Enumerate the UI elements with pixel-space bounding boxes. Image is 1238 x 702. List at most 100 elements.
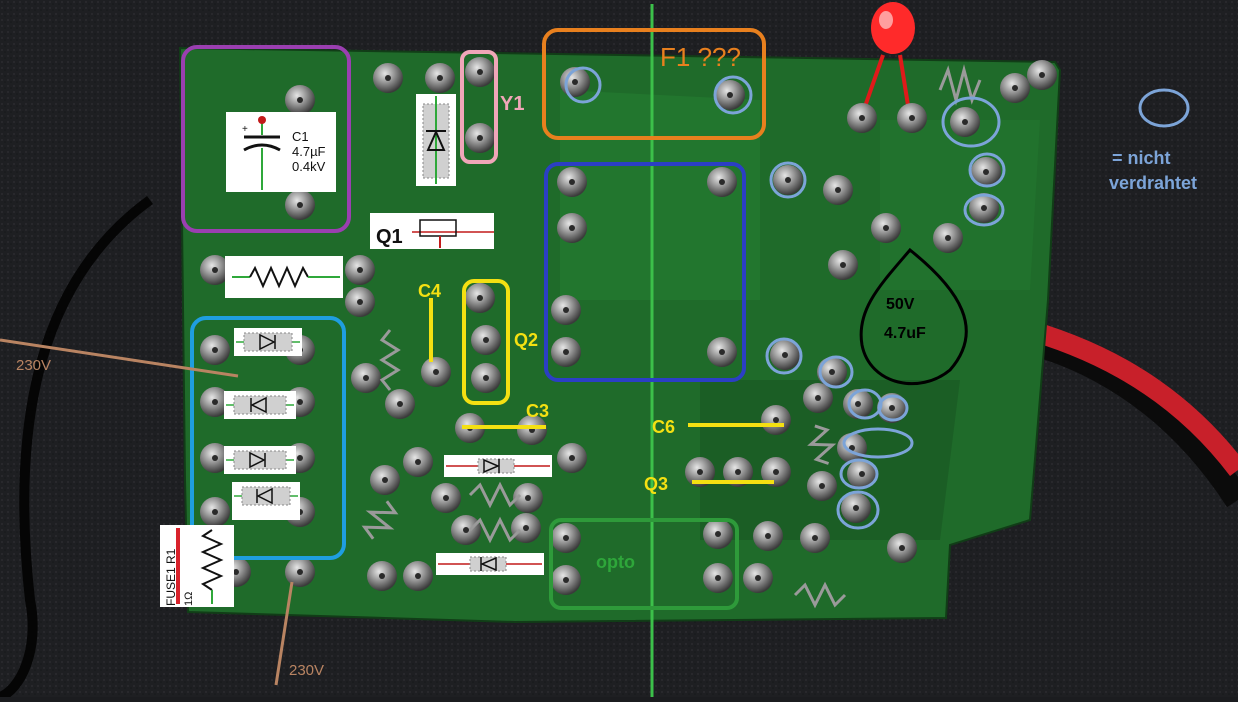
pad-hole bbox=[815, 395, 821, 401]
pad-hole bbox=[569, 455, 575, 461]
led bbox=[871, 2, 915, 54]
pad-hole bbox=[385, 75, 391, 81]
transformer-region-box bbox=[544, 162, 746, 382]
pad-hole bbox=[563, 349, 569, 355]
fuse-name: FUSE1 R1 bbox=[164, 548, 178, 606]
f1-region-box bbox=[542, 28, 766, 140]
pad-hole bbox=[715, 575, 721, 581]
pad-hole bbox=[572, 79, 578, 85]
mains-line-bottom bbox=[274, 581, 294, 686]
board-resistor-3 bbox=[468, 516, 522, 544]
rectifier-region-box bbox=[190, 316, 346, 560]
unwired-pad-ring bbox=[765, 337, 803, 375]
pad-hole bbox=[855, 401, 861, 407]
pad-hole bbox=[563, 535, 569, 541]
c1-value: 4.7µF bbox=[292, 144, 326, 159]
board-resistor-2 bbox=[468, 481, 522, 509]
pad-hole bbox=[563, 577, 569, 583]
pad-hole bbox=[735, 469, 741, 475]
board-resistor-7 bbox=[807, 424, 837, 465]
pad-hole bbox=[297, 569, 303, 575]
q1-body bbox=[419, 219, 457, 237]
c1-node-dot bbox=[258, 116, 266, 124]
pad-hole bbox=[415, 459, 421, 465]
pad-hole bbox=[212, 455, 218, 461]
pad-hole bbox=[443, 495, 449, 501]
copper-area bbox=[560, 90, 760, 300]
pad-hole bbox=[853, 505, 859, 511]
unwired-pad-ring bbox=[877, 394, 909, 422]
pad-hole bbox=[297, 399, 303, 405]
c1-voltage: 0.4kV bbox=[292, 159, 326, 174]
pad-hole bbox=[433, 369, 439, 375]
pad-hole bbox=[785, 177, 791, 183]
pad-hole bbox=[569, 225, 575, 231]
pad-hole bbox=[840, 262, 846, 268]
output-cap-voltage: 50V bbox=[886, 296, 915, 313]
unwired-pad-ring bbox=[963, 193, 1005, 227]
pad-hole bbox=[773, 469, 779, 475]
copper-area-right bbox=[880, 120, 1040, 290]
q1-symbol-card bbox=[370, 213, 494, 249]
pad-hole bbox=[909, 115, 915, 121]
pad-hole bbox=[1039, 72, 1045, 78]
pad-hole bbox=[363, 375, 369, 381]
unwired-pad-ring bbox=[564, 66, 602, 104]
pad-hole bbox=[382, 477, 388, 483]
c4-label: C4 bbox=[418, 281, 441, 301]
unwired-pad-ring bbox=[818, 355, 854, 389]
pad-hole bbox=[899, 545, 905, 551]
pad-hole bbox=[962, 119, 968, 125]
pad-hole bbox=[835, 187, 841, 193]
pad-hole bbox=[563, 307, 569, 313]
opto-label: opto bbox=[596, 552, 635, 572]
pad-hole bbox=[715, 531, 721, 537]
legend-line-1: = nicht bbox=[1112, 148, 1171, 168]
board-resistor-5 bbox=[793, 581, 847, 609]
output-cap-value: 4.7uF bbox=[884, 325, 926, 342]
pad-hole bbox=[719, 179, 725, 185]
pad-hole bbox=[719, 349, 725, 355]
pad-hole bbox=[297, 202, 303, 208]
diode-cards-middle bbox=[436, 455, 552, 575]
y1-region-box bbox=[460, 50, 498, 164]
pad-hole bbox=[415, 573, 421, 579]
pad-hole bbox=[379, 573, 385, 579]
pad-hole bbox=[829, 369, 835, 375]
pad-hole bbox=[859, 115, 865, 121]
pad-hole bbox=[569, 179, 575, 185]
fuse-symbol-card bbox=[160, 525, 234, 607]
fuse-value: 1Ω bbox=[183, 592, 195, 606]
opto-region-box bbox=[549, 518, 739, 610]
pad-hole bbox=[523, 525, 529, 531]
q2-label: Q2 bbox=[514, 330, 538, 350]
f1-label: F1 ??? bbox=[660, 42, 741, 72]
pad-hole bbox=[212, 267, 218, 273]
pad-hole bbox=[819, 483, 825, 489]
rectifier-diode-cards bbox=[224, 328, 302, 520]
c1-symbol-card bbox=[226, 112, 336, 192]
pad-hole bbox=[233, 569, 239, 575]
pad-hole bbox=[483, 337, 489, 343]
unwired-pad-ring bbox=[842, 427, 914, 459]
c1-name: C1 bbox=[292, 129, 309, 144]
pad-hole bbox=[889, 405, 895, 411]
pad-hole bbox=[727, 92, 733, 98]
unwired-pad-ring bbox=[713, 75, 753, 115]
pad-hole bbox=[357, 267, 363, 273]
solder-pads bbox=[200, 57, 1057, 595]
pad-hole bbox=[297, 455, 303, 461]
c3-label: C3 bbox=[526, 401, 549, 421]
legend-ring bbox=[1138, 88, 1190, 128]
pad-hole bbox=[212, 347, 218, 353]
pad-hole bbox=[983, 169, 989, 175]
output-cap-outline bbox=[859, 247, 968, 386]
y1-label: Y1 bbox=[500, 93, 524, 115]
unwired-pad-ring bbox=[836, 490, 880, 530]
led-highlight bbox=[879, 11, 893, 29]
pad-hole bbox=[849, 445, 855, 451]
q2-region-box bbox=[462, 279, 510, 405]
c6-label: C6 bbox=[652, 417, 675, 437]
pad-hole bbox=[477, 69, 483, 75]
